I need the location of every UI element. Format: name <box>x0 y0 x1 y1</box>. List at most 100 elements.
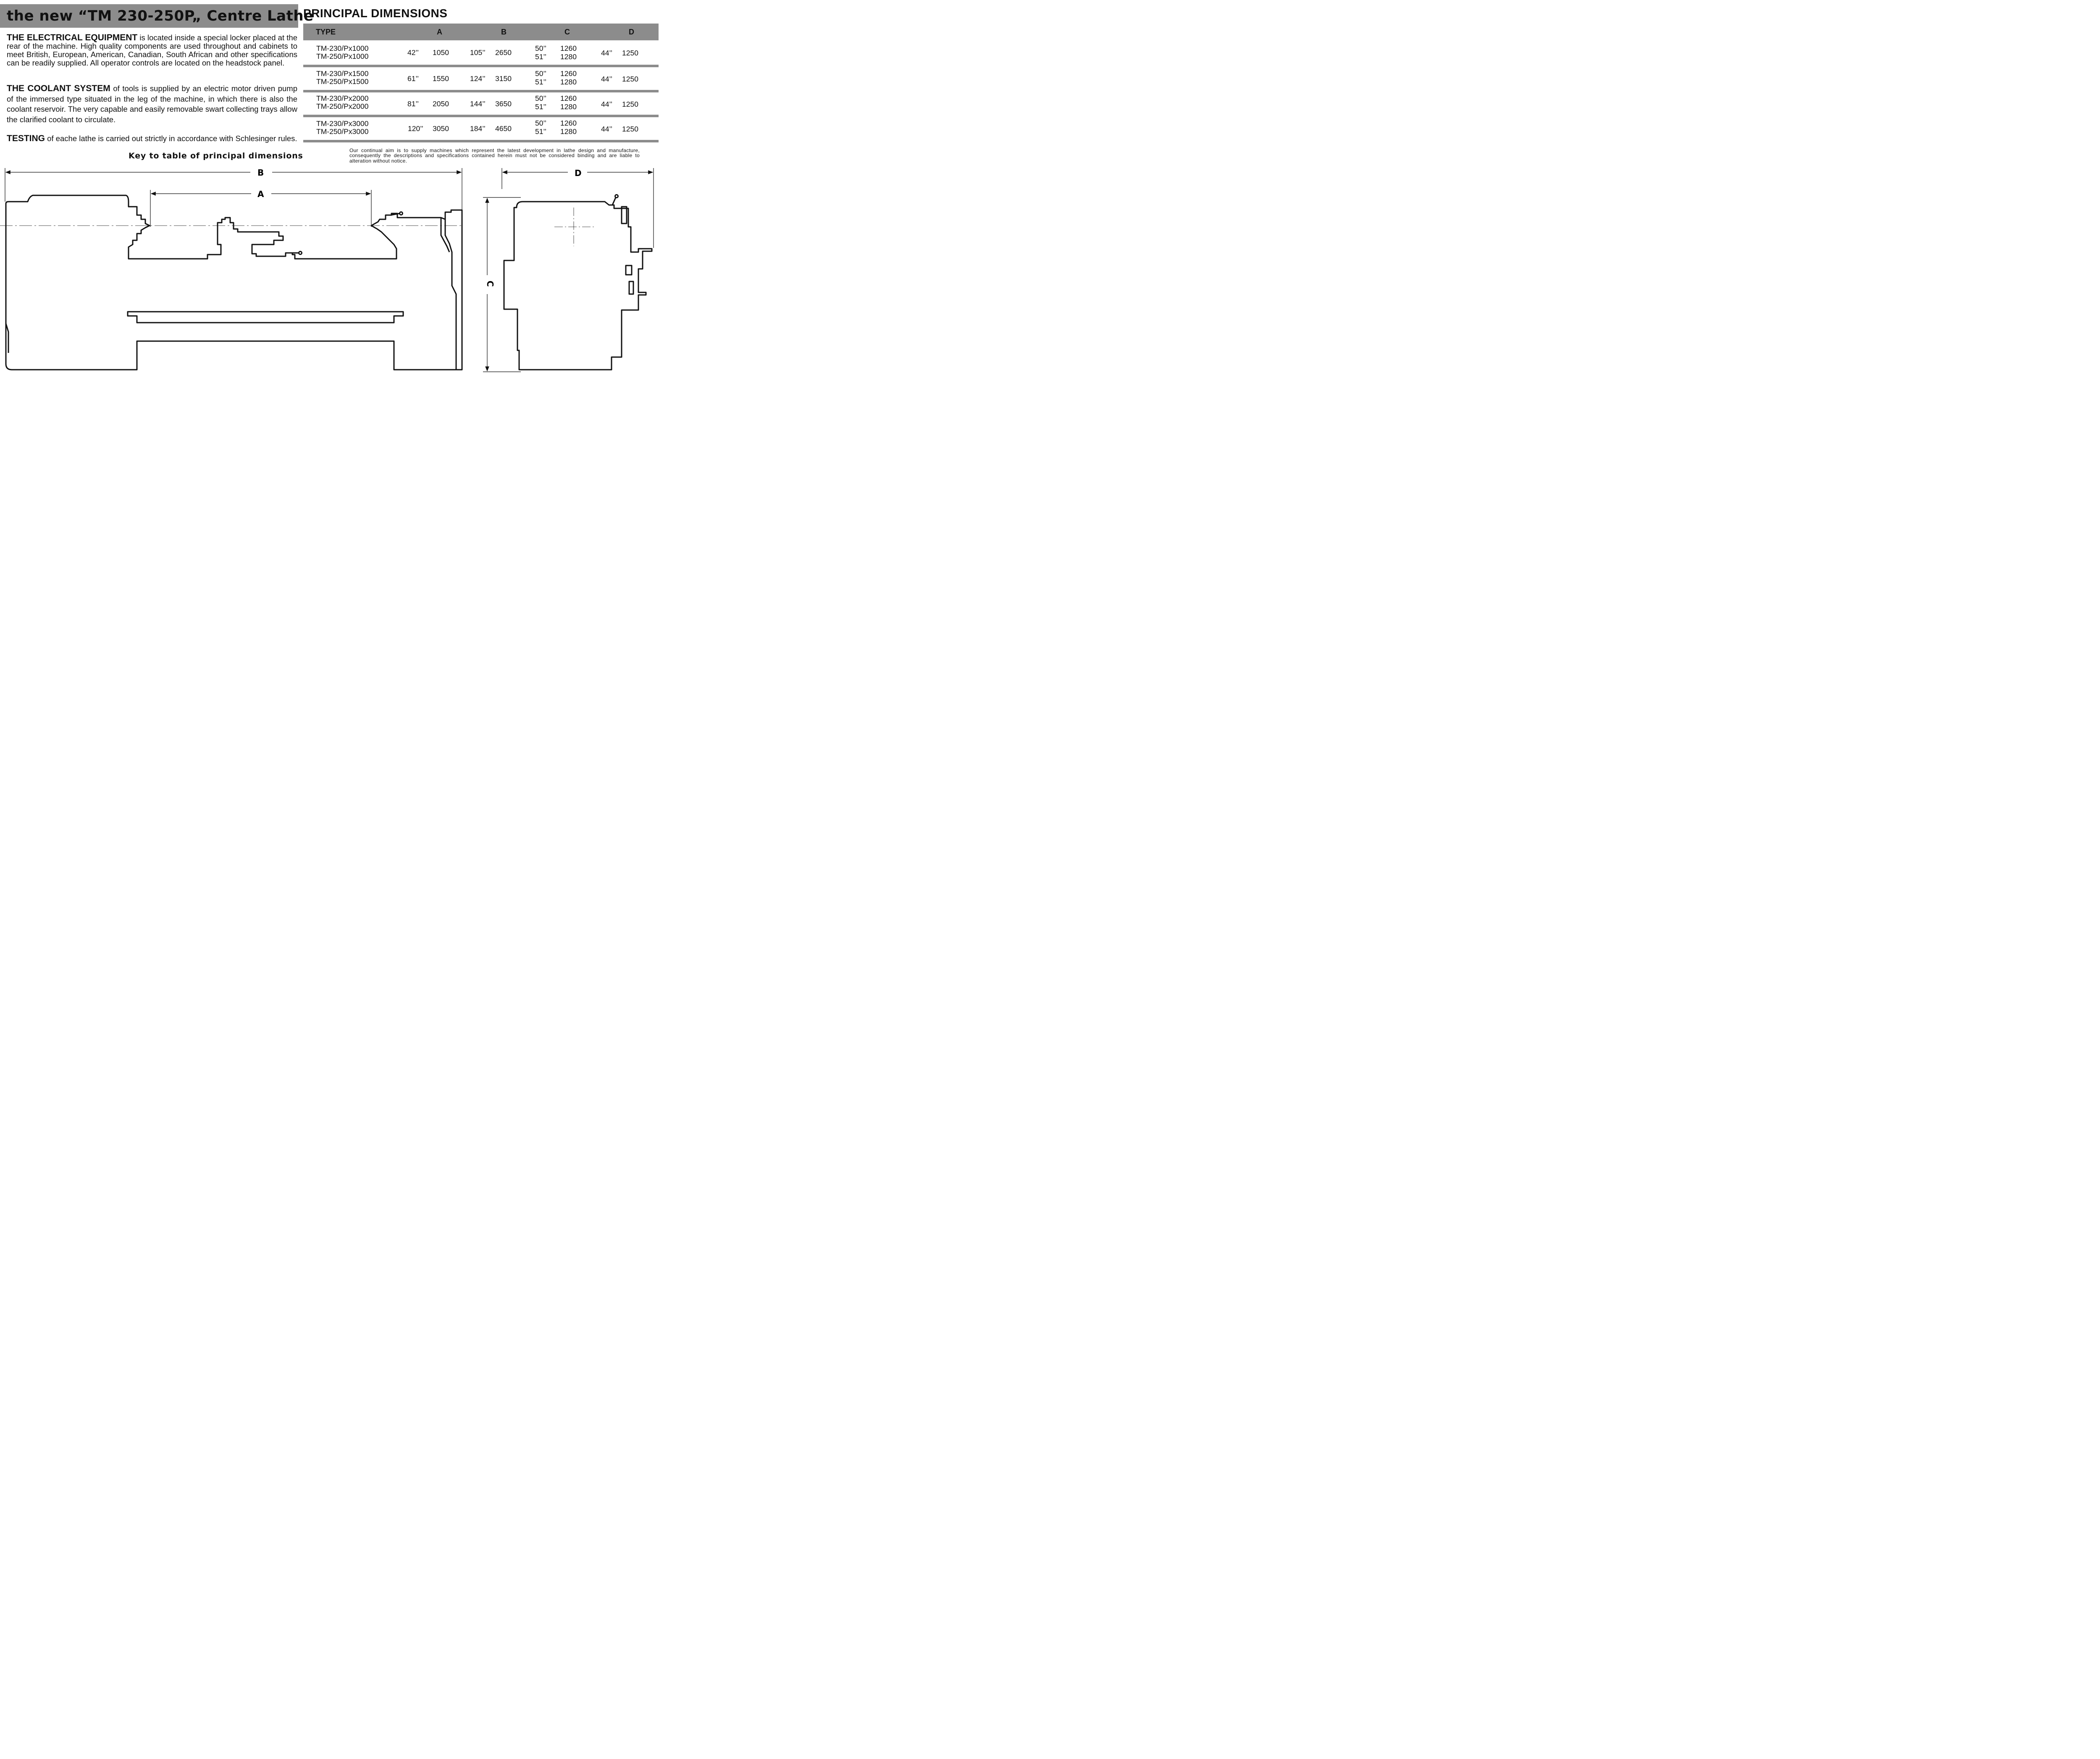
row-separator <box>303 140 659 142</box>
dim-label-c: C <box>485 281 495 287</box>
c-inches: 50’’ 51’’ <box>535 94 546 111</box>
c-inches-2: 51’’ <box>535 127 546 136</box>
c-inches: 50’’ 51’’ <box>535 44 546 61</box>
page-title: the new “TM 230-250P„ Centre Lathe <box>7 8 314 24</box>
dimensions-table: TYPE A B C D TM-230/Px1000 TM-250/Px1000… <box>303 24 659 143</box>
table-row: TM-230/Px2000 TM-250/Px2000 81’’ 2050 14… <box>303 92 659 114</box>
c-mm-2: 1280 <box>560 78 577 86</box>
coolant-system-paragraph: THE COOLANT SYSTEM of tools is supplied … <box>7 84 297 125</box>
c-inches-1: 50’’ <box>535 69 546 78</box>
d-inches: 44’’ <box>601 49 612 57</box>
c-inches-1: 50’’ <box>535 119 546 127</box>
testing-paragraph: TESTING of eache lathe is carried out st… <box>7 133 297 144</box>
d-mm: 1250 <box>622 75 638 83</box>
type-cell: TM-230/Px3000 TM-250/Px3000 <box>316 120 369 136</box>
electrical-equipment-heading: THE ELECTRICAL EQUIPMENT <box>7 33 138 42</box>
row-separator <box>303 115 659 117</box>
a-inches: 120’’ <box>408 124 423 133</box>
lathe-side-view <box>503 194 653 371</box>
row-separator <box>303 65 659 67</box>
table-header: TYPE A B C D <box>303 24 659 40</box>
dimension-a <box>150 190 372 227</box>
side-centre-cross <box>554 208 596 246</box>
type-line: TM-250/Px1500 <box>316 77 369 86</box>
d-mm: 1250 <box>622 49 638 57</box>
c-inches-2: 51’’ <box>535 78 546 86</box>
type-line: TM-250/Px1000 <box>316 52 369 60</box>
b-mm: 3650 <box>495 100 512 108</box>
a-mm: 1550 <box>433 74 449 83</box>
a-inches: 81’’ <box>407 100 419 108</box>
d-mm: 1250 <box>622 100 638 108</box>
row-separator <box>303 90 659 92</box>
a-mm: 2050 <box>433 100 449 108</box>
c-mm: 1260 1280 <box>560 94 577 111</box>
c-inches-1: 50’’ <box>535 94 546 103</box>
table-row: TM-230/Px3000 TM-250/Px3000 120’’ 3050 1… <box>303 117 659 139</box>
b-mm: 4650 <box>495 124 512 133</box>
coolant-system-text: of tools is supplied by an electric moto… <box>7 84 297 124</box>
a-mm: 3050 <box>433 124 449 133</box>
testing-heading: TESTING <box>7 134 45 143</box>
d-inches: 44’’ <box>601 125 612 133</box>
dimension-b <box>5 168 462 210</box>
coolant-system-heading: THE COOLANT SYSTEM <box>7 84 110 93</box>
c-mm-2: 1280 <box>560 53 577 61</box>
disclaimer-notice: Our continual aim is to supply machines … <box>349 147 640 164</box>
table-row: TM-230/Px1000 TM-250/Px1000 42’’ 1050 10… <box>303 41 659 63</box>
c-mm: 1260 1280 <box>560 44 577 61</box>
header-d: D <box>629 28 634 36</box>
type-line: TM-230/Px3000 <box>316 119 369 128</box>
dim-label-d: D <box>575 168 582 178</box>
d-mm: 1250 <box>622 125 638 133</box>
b-inches: 144’’ <box>470 100 486 108</box>
c-inches: 50’’ 51’’ <box>535 69 546 86</box>
type-cell: TM-230/Px2000 TM-250/Px2000 <box>316 95 369 110</box>
b-mm: 3150 <box>495 74 512 83</box>
type-cell: TM-230/Px1500 TM-250/Px1500 <box>316 70 369 86</box>
b-inches: 184’’ <box>470 124 486 133</box>
b-inches: 105’’ <box>470 48 486 57</box>
header-type: TYPE <box>316 28 336 36</box>
type-line: TM-230/Px2000 <box>316 94 369 103</box>
dim-label-b: B <box>257 168 264 178</box>
c-mm-2: 1280 <box>560 103 577 111</box>
b-inches: 124’’ <box>470 74 486 83</box>
header-a: A <box>437 28 442 36</box>
c-mm-1: 1260 <box>560 119 577 127</box>
principal-dimensions-title: PRINCIPAL DIMENSIONS <box>303 7 448 20</box>
c-mm: 1260 1280 <box>560 69 577 86</box>
c-mm-2: 1280 <box>560 127 577 136</box>
type-line: TM-230/Px1500 <box>316 69 369 78</box>
type-line: TM-230/Px1000 <box>316 44 369 53</box>
d-inches: 44’’ <box>601 100 612 108</box>
header-c: C <box>564 28 570 36</box>
type-line: TM-250/Px2000 <box>316 102 369 110</box>
b-mm: 2650 <box>495 48 512 57</box>
electrical-equipment-text: is located inside a special locker place… <box>7 33 298 67</box>
c-inches-1: 50’’ <box>535 44 546 53</box>
dimension-c <box>483 197 521 372</box>
title-banner <box>0 4 298 28</box>
header-b: B <box>501 28 507 36</box>
c-mm-1: 1260 <box>560 44 577 53</box>
dimension-d <box>501 168 654 248</box>
a-inches: 42’’ <box>407 48 419 57</box>
c-mm: 1260 1280 <box>560 119 577 136</box>
c-inches-2: 51’’ <box>535 103 546 111</box>
a-mm: 1050 <box>433 48 449 57</box>
lathe-front-view <box>5 195 463 371</box>
a-inches: 61’’ <box>407 74 419 83</box>
c-mm-1: 1260 <box>560 69 577 78</box>
key-caption: Key to table of principal dimensions <box>129 151 303 160</box>
lathe-drawing: B A D C <box>0 168 654 372</box>
table-row: TM-230/Px1500 TM-250/Px1500 61’’ 1550 12… <box>303 67 659 89</box>
c-inches: 50’’ 51’’ <box>535 119 546 136</box>
d-inches: 44’’ <box>601 75 612 83</box>
c-mm-1: 1260 <box>560 94 577 103</box>
c-inches-2: 51’’ <box>535 53 546 61</box>
electrical-equipment-paragraph: THE ELECTRICAL EQUIPMENT is located insi… <box>7 33 298 67</box>
testing-text: of eache lathe is carried out strictly i… <box>45 134 297 143</box>
dim-label-a: A <box>257 189 264 199</box>
type-cell: TM-230/Px1000 TM-250/Px1000 <box>316 45 369 60</box>
